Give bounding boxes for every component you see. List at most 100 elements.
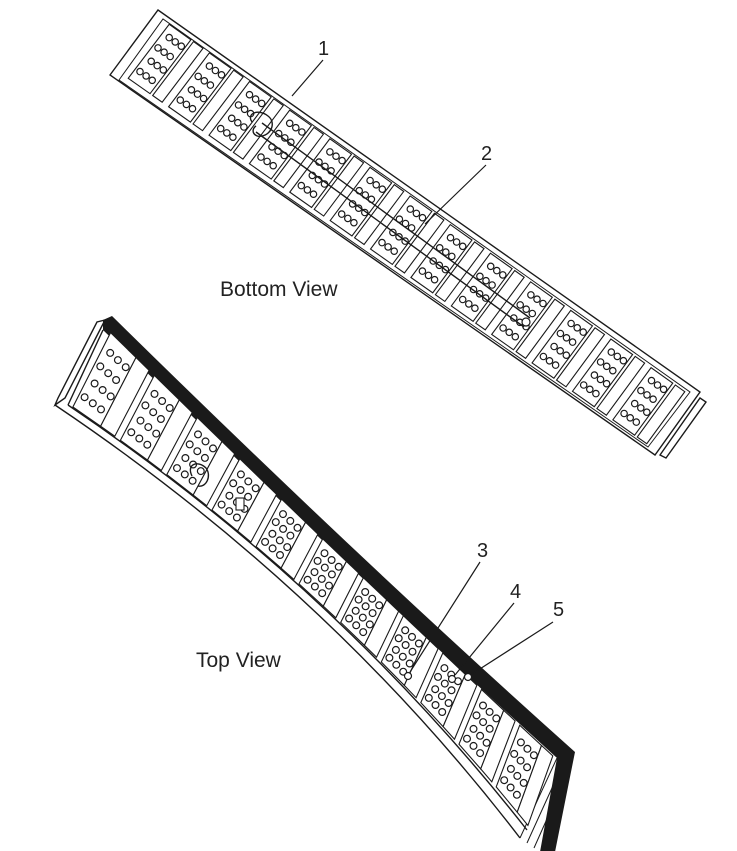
bottom-hook bbox=[249, 111, 273, 138]
top-ramp-start-cap bbox=[53, 318, 107, 407]
top-panel-hole bbox=[359, 628, 368, 637]
bottom-panel-hole bbox=[556, 329, 565, 338]
top-ramp-end-line-3 bbox=[533, 773, 568, 849]
bottom-panel-hole bbox=[406, 205, 415, 213]
top-panel-hole bbox=[523, 763, 532, 772]
top-panel-hole bbox=[513, 771, 522, 780]
bottom-panel-hole bbox=[171, 38, 180, 46]
bottom-panel-hole bbox=[337, 210, 346, 218]
top-panel-hole bbox=[283, 543, 292, 552]
bottom-panel-hole bbox=[227, 114, 236, 123]
bottom-panel-hole bbox=[620, 409, 628, 418]
bottom-panel-hole bbox=[194, 72, 203, 81]
bottom-crossbar bbox=[394, 212, 445, 274]
top-panel-hole bbox=[516, 756, 525, 765]
top-panel-hole bbox=[143, 440, 152, 449]
top-panel-hole bbox=[318, 589, 327, 598]
top-panel-hole bbox=[261, 537, 270, 546]
top-panel-hole bbox=[485, 707, 494, 716]
top-panel-hole bbox=[268, 544, 277, 553]
top-ramp-lower-rail-outer bbox=[54, 404, 521, 839]
top-panel-hole bbox=[209, 444, 218, 453]
top-panel-hole bbox=[244, 477, 253, 486]
callout-2-number: 2 bbox=[481, 143, 492, 165]
bottom-panel-hole bbox=[326, 148, 334, 156]
bottom-panel-hole bbox=[539, 352, 548, 361]
top-panel-hole bbox=[365, 620, 374, 629]
bottom-panel-hole bbox=[297, 181, 306, 190]
top-panel-hole bbox=[327, 570, 336, 579]
bottom-panel-hole bbox=[636, 404, 645, 412]
top-panel-hole bbox=[431, 700, 440, 709]
top-panel-hole bbox=[293, 523, 302, 532]
bottom-ramp-end-tab bbox=[658, 397, 707, 459]
top-view-label: Top View bbox=[196, 649, 282, 672]
top-panel-hole bbox=[472, 711, 481, 720]
bottom-panel-hole bbox=[199, 94, 208, 103]
bottom-panel-hole bbox=[619, 356, 628, 365]
top-panel-hole bbox=[361, 602, 370, 611]
top-panel-hole bbox=[310, 582, 319, 591]
bottom-panel-hole bbox=[596, 358, 605, 366]
top-crossbar bbox=[480, 709, 516, 783]
top-panel-hole bbox=[440, 679, 449, 688]
bottom-panel-hole bbox=[418, 267, 427, 275]
bottom-panel-hole bbox=[608, 366, 617, 375]
bottom-panel-hole bbox=[499, 324, 507, 332]
top-panel-hole bbox=[437, 692, 446, 701]
bottom-panel-hole bbox=[205, 62, 214, 70]
top-panel-hole bbox=[469, 741, 478, 750]
top-panel-hole bbox=[286, 516, 295, 525]
callout-5: 5 bbox=[471, 599, 564, 675]
top-panel-hole bbox=[401, 626, 410, 635]
bottom-panel-hole bbox=[366, 176, 374, 185]
bottom-panel-hole bbox=[176, 96, 185, 104]
bottom-panel-hole bbox=[217, 71, 226, 79]
top-panel-hole bbox=[434, 672, 443, 681]
bottom-panel-hole bbox=[626, 413, 635, 422]
top-panel-hole bbox=[96, 362, 105, 371]
bottom-panel-hole bbox=[527, 291, 535, 299]
bottom-panel-hole bbox=[649, 395, 657, 404]
top-panel-hole bbox=[141, 401, 150, 410]
top-ramp-lower-rail-inner bbox=[67, 404, 528, 831]
top-panel-hole bbox=[181, 454, 190, 463]
bottom-crossbar bbox=[434, 241, 485, 303]
bottom-panel-hole bbox=[234, 101, 243, 109]
bottom-panel-hole bbox=[642, 408, 651, 417]
bottom-crossbar bbox=[353, 183, 405, 246]
top-bolt-mid bbox=[447, 674, 457, 684]
bottom-panel-hole bbox=[568, 338, 577, 346]
bottom-panel-hole bbox=[206, 81, 215, 89]
bottom-panel-hole bbox=[153, 61, 162, 70]
bottom-panel-hole bbox=[630, 399, 639, 408]
bottom-panel-hole bbox=[637, 386, 645, 395]
bottom-panel-hole bbox=[390, 247, 399, 256]
top-panel-hole bbox=[106, 348, 115, 357]
bottom-panel-hole bbox=[430, 275, 439, 284]
top-panel-hole bbox=[180, 470, 189, 479]
bottom-panel-hole bbox=[229, 133, 237, 142]
top-panel-hole bbox=[136, 416, 145, 425]
top-panel-hole bbox=[236, 486, 245, 495]
bottom-panel-hole bbox=[476, 272, 484, 281]
top-crossbar bbox=[363, 598, 400, 659]
bottom-panel-hole bbox=[435, 244, 444, 252]
top-panel-hole bbox=[529, 751, 538, 760]
top-panel-hole bbox=[482, 738, 491, 747]
top-panel-hole bbox=[476, 749, 485, 758]
top-panel-hole bbox=[516, 738, 525, 747]
top-bolt-left bbox=[403, 671, 413, 681]
top-panel-hole bbox=[313, 556, 322, 565]
top-panel-hole bbox=[276, 550, 285, 559]
bottom-panel-hole bbox=[257, 153, 265, 161]
bottom-panel-hole bbox=[446, 233, 455, 242]
bottom-panel-hole bbox=[338, 156, 346, 165]
bottom-panel-hole bbox=[511, 332, 520, 341]
bottom-panel-hole bbox=[350, 218, 358, 227]
bottom-panel-hole bbox=[471, 304, 479, 313]
bottom-panel-hole bbox=[136, 67, 144, 76]
bottom-panel-hole bbox=[142, 72, 150, 80]
bottom-crossbar bbox=[313, 155, 365, 217]
bottom-crossbar bbox=[192, 69, 244, 132]
